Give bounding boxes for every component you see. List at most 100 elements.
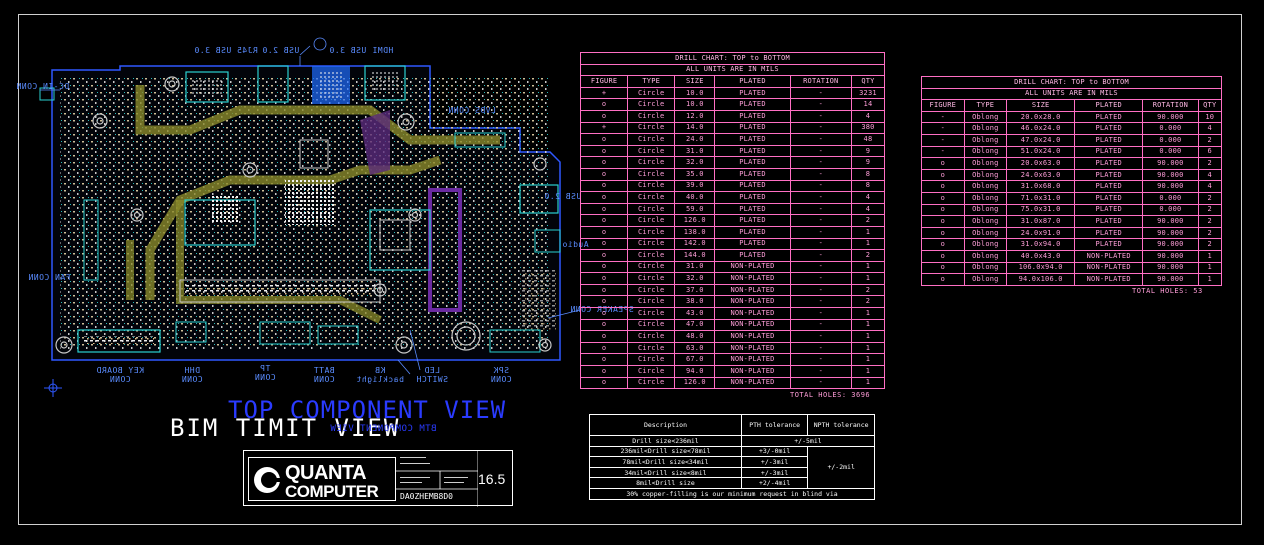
table-cell: Circle — [627, 272, 676, 285]
tol-row-desc: 236mil<Drill size<78mil — [589, 445, 742, 458]
drill-chart-2-title: DRILL CHART: TOP to BOTTOM — [921, 76, 1222, 89]
col-header: TYPE — [963, 99, 1008, 112]
table-cell: 2 — [850, 283, 886, 297]
table-cell: o — [579, 144, 629, 158]
table-cell: 39.0 — [674, 179, 716, 193]
table-cell: PLATED — [1074, 180, 1144, 193]
table-cell: 6 — [1197, 145, 1223, 159]
table-cell: NON-PLATED — [714, 365, 791, 378]
table-cell: o — [921, 238, 965, 251]
table-cell: PLATED — [1074, 157, 1144, 170]
table-cell: 1 — [850, 318, 886, 332]
mirrored-view-subtitle: BTM COMPONENT VIEW — [330, 424, 437, 434]
table-cell: 51.0x24.0 — [1006, 145, 1076, 159]
table-cell: 126.0 — [674, 376, 716, 390]
table-cell: - — [789, 225, 852, 239]
table-cell: o — [921, 168, 965, 182]
table-cell: 38.0 — [674, 295, 716, 309]
table-cell: 8 — [850, 167, 886, 181]
table-cell: - — [921, 145, 965, 159]
table-cell: Oblong — [963, 180, 1008, 193]
col-header: QTY — [1197, 99, 1223, 112]
table-cell: Circle — [627, 214, 676, 227]
table-cell: 63.0 — [674, 341, 716, 355]
table-cell: Circle — [627, 109, 676, 123]
table-cell: NON-PLATED — [714, 307, 791, 320]
table-cell: NON-PLATED — [714, 272, 791, 285]
table-cell: 2 — [1197, 133, 1223, 147]
table-cell: Circle — [627, 156, 676, 169]
table-cell: 90.000 — [1142, 238, 1199, 251]
table-cell: 4 — [1197, 122, 1223, 135]
drill-chart-1-subtitle: ALL UNITS ARE IN MILS — [580, 63, 885, 77]
table-cell: 1 — [850, 225, 886, 239]
table-cell: 1 — [1197, 249, 1223, 263]
table-cell: NON-PLATED — [714, 341, 791, 355]
table-cell: - — [789, 167, 852, 181]
drill-chart-2-total: TOTAL HOLES: 53 — [1132, 287, 1203, 295]
table-cell: + — [579, 86, 629, 100]
table-cell: Circle — [627, 365, 676, 378]
table-cell: 1 — [1197, 261, 1223, 275]
tol-row-desc: 78mil<Drill size<34mil — [589, 456, 742, 468]
version-number: 16.5 — [478, 471, 506, 487]
table-cell: - — [789, 318, 852, 332]
table-cell: Circle — [627, 283, 676, 297]
table-cell: 90.000 — [1142, 273, 1199, 286]
tol-header-description: Description — [589, 414, 742, 436]
table-cell: 1 — [850, 353, 886, 367]
tp-conn-label: TP CONN — [254, 364, 276, 382]
table-cell: PLATED — [1074, 226, 1144, 240]
table-cell: - — [789, 295, 852, 309]
table-cell: 10 — [1197, 110, 1223, 124]
table-cell: o — [921, 215, 965, 228]
table-cell: NON-PLATED — [714, 260, 791, 274]
mirrored-view-title: BIM TIMIT VIEW — [170, 414, 401, 442]
table-cell: Oblong — [963, 203, 1008, 217]
table-cell: o — [921, 249, 965, 263]
col-header: SIZE — [674, 75, 716, 88]
col-header: ROTATION — [1142, 99, 1199, 112]
drill-chart-circle: DRILL CHART: TOP to BOTTOM ALL UNITS ARE… — [579, 52, 886, 390]
table-cell: PLATED — [1074, 133, 1144, 147]
table-cell: PLATED — [714, 144, 791, 158]
table-cell: PLATED — [714, 225, 791, 239]
table-cell: 32.0 — [674, 272, 716, 285]
lvds-conn-label: LVDS CONN — [448, 106, 496, 115]
table-cell: Oblong — [963, 145, 1008, 159]
table-cell: 31.0 — [674, 144, 716, 158]
table-cell: Oblong — [963, 168, 1008, 182]
part-number: DA0ZHEMB8D0 — [400, 492, 453, 501]
table-cell: 10.0 — [674, 98, 716, 111]
table-cell: 1 — [850, 272, 886, 285]
table-cell: 138.0 — [674, 225, 716, 239]
table-cell: 59.0 — [674, 202, 716, 216]
table-cell: NON-PLATED — [714, 283, 791, 297]
tol-row-pth: +/-3mil — [740, 456, 809, 468]
table-cell: 126.0 — [674, 214, 716, 227]
table-cell: 144.0 — [674, 249, 716, 262]
table-cell: 35.0 — [674, 167, 716, 181]
table-cell: Circle — [627, 133, 676, 146]
table-cell: PLATED — [1074, 238, 1144, 251]
table-cell: 1 — [850, 307, 886, 320]
table-cell: 2 — [1197, 238, 1223, 251]
table-cell: 75.0x31.0 — [1006, 203, 1076, 217]
